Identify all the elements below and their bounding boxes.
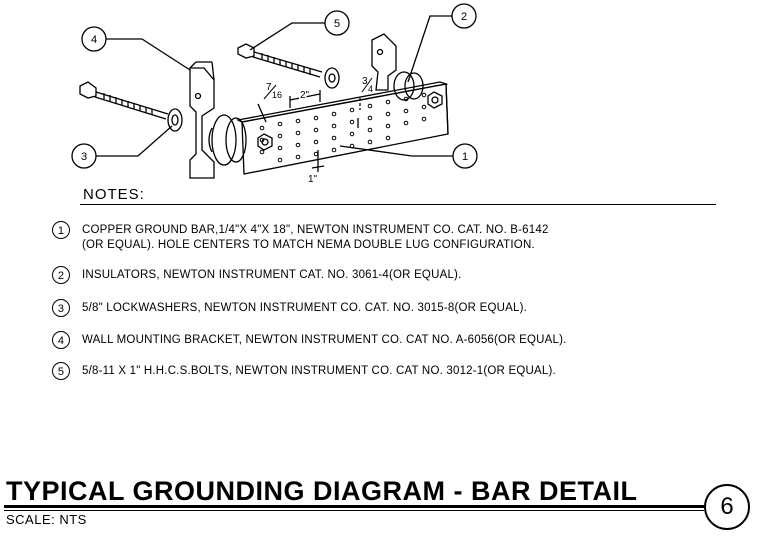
note-5-line-1: 5/8-11 X 1" H.H.C.S.BOLTS, NEWTON INSTRU… [82, 365, 556, 377]
left-lockwasher [167, 108, 183, 132]
note-number-1: 1 [52, 221, 70, 239]
title-rule-thick [4, 505, 704, 508]
bar-nut-right [427, 91, 443, 109]
note-number-4: 4 [52, 331, 70, 349]
callout-3: 3 [71, 125, 173, 169]
dim-7-16-num: 7 [266, 82, 272, 93]
note-number-3: 3 [52, 299, 70, 317]
dim-1-inch-label: 1" [308, 174, 318, 185]
callout-2: 2 [407, 3, 477, 83]
left-bolt [79, 81, 169, 120]
callout-4-label: 4 [91, 34, 97, 46]
note-4-line-1: WALL MOUNTING BRACKET, NEWTON INSTRUMENT… [82, 334, 567, 346]
callout-1: 1 [339, 143, 478, 169]
callout-5-label: 5 [334, 18, 340, 30]
callout-3-label: 3 [81, 151, 87, 163]
right-lockwasher [324, 67, 340, 89]
left-mounting-bracket [189, 61, 215, 179]
scale-label: SCALE: NTS [6, 512, 87, 527]
dimension-7-16: 7 16 [257, 82, 282, 123]
left-insulator [208, 114, 247, 166]
detail-number-bubble: 6 [704, 484, 750, 530]
note-1-line-2: (OR EQUAL). HOLE CENTERS TO MATCH NEMA D… [82, 239, 535, 251]
dim-2-inch-label: 2" [300, 90, 310, 101]
callout-5: 5 [249, 10, 350, 51]
dimension-2-inch: 2" [289, 89, 321, 108]
notes-divider [80, 204, 716, 206]
callout-4: 4 [81, 26, 191, 71]
callout-2-label: 2 [461, 11, 467, 23]
dim-3-4-den: 4 [368, 84, 373, 94]
callout-1-label: 1 [462, 151, 468, 163]
note-number-2: 2 [52, 266, 70, 284]
bar-holes [259, 92, 427, 163]
dim-7-16-den: 16 [272, 90, 282, 100]
right-mounting-bracket [371, 33, 397, 91]
notes-heading: NOTES: [83, 186, 145, 203]
copper-ground-bar [235, 81, 449, 175]
drawing-title: TYPICAL GROUNDING DIAGRAM - BAR DETAIL [6, 476, 638, 506]
note-number-5: 5 [52, 362, 70, 380]
right-bolt [237, 43, 323, 78]
dim-3-4-num: 3 [362, 76, 368, 87]
dimension-1-inch: 1" [308, 150, 325, 185]
dimension-3-4: 3 4 [357, 76, 373, 128]
note-1-line-1: COPPER GROUND BAR,1/4"X 4"X 18", NEWTON … [82, 224, 549, 236]
note-2-line-1: INSULATORS, NEWTON INSTRUMENT CAT. NO. 3… [82, 269, 462, 281]
title-rule-thin [4, 510, 704, 511]
note-3-line-1: 5/8" LOCKWASHERS, NEWTON INSTRUMENT CO. … [82, 302, 527, 314]
bar-nut-left [257, 133, 273, 151]
